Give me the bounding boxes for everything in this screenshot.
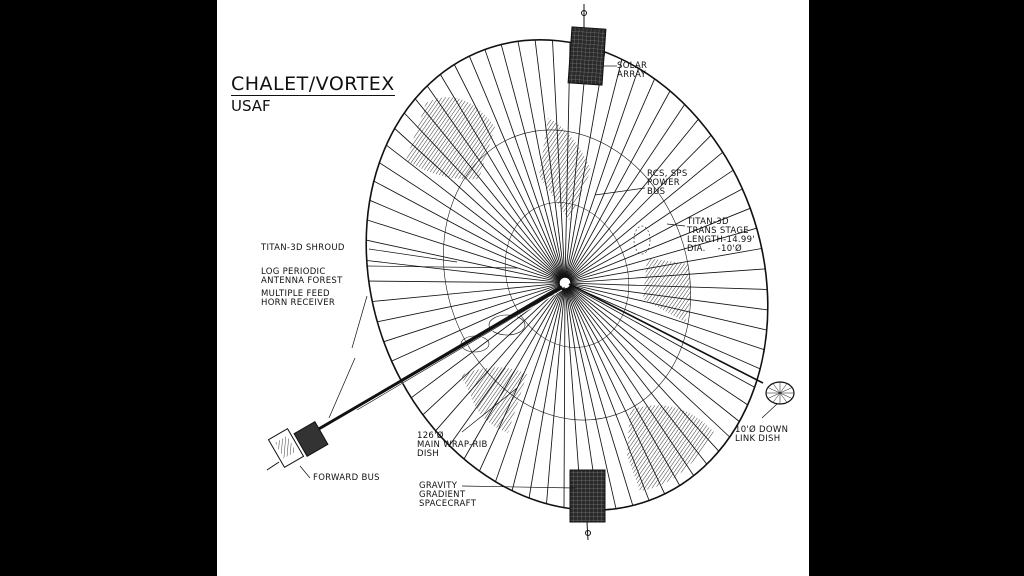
dish-rib	[368, 280, 566, 284]
dish-rib	[564, 118, 699, 284]
dish-rib	[414, 98, 566, 284]
dish-rib	[552, 40, 566, 284]
dish-rib	[564, 134, 712, 284]
dish-rib	[366, 239, 566, 284]
dish-rib	[511, 282, 566, 491]
label-antenna-forest: LOG PERIODIC ANTENNA FOREST	[261, 267, 343, 286]
label-trans-stage: TITAN-3D TRANS STAGE LENGTH-14.99' DIA. …	[687, 217, 755, 254]
dish-rib	[463, 282, 566, 460]
dish-rib	[564, 282, 617, 509]
dish-rib	[564, 188, 743, 284]
dish-rib	[366, 260, 566, 284]
dish-rib	[564, 282, 761, 370]
dish-rib	[564, 78, 655, 284]
dish-rib	[563, 282, 566, 508]
dish-rib	[379, 162, 566, 284]
dish-rib	[564, 207, 751, 284]
dish-rib	[528, 282, 566, 499]
dish-rib	[439, 74, 566, 284]
diagram-title: CHALET/VORTEX	[231, 73, 395, 96]
dish-rib	[391, 282, 566, 362]
dish-rib	[564, 248, 762, 284]
dish-rib	[564, 282, 634, 506]
dish-rib	[564, 51, 606, 284]
dish-rib	[564, 282, 748, 406]
dish-rib	[435, 282, 566, 432]
dish-rib	[564, 282, 740, 422]
diagram-subtitle: USAF	[231, 97, 271, 115]
downlink-rib	[779, 387, 793, 394]
dish-rib	[386, 144, 566, 284]
dish-rib	[564, 282, 730, 438]
label-shroud: TITAN-3D SHROUD	[261, 243, 345, 253]
downlink-rib	[779, 392, 793, 399]
leader-lines	[299, 65, 778, 489]
label-downlink-dish: 10'Ø DOWN LINK DISH	[735, 425, 789, 444]
downlink-rib	[772, 392, 781, 403]
dish-rib	[369, 199, 566, 284]
dish-rib	[500, 44, 566, 284]
drawing-sheet: CHALET/VORTEX USAF SOLAR ARRAY RCS, SPS …	[217, 0, 809, 576]
dish-rib	[426, 85, 566, 284]
label-gravity-spacecraft: GRAVITY GRADIENT SPACECRAFT	[419, 481, 477, 509]
dish-rib	[534, 39, 566, 284]
dish-rib	[564, 282, 767, 331]
dish-rib	[564, 227, 757, 284]
dish-rib	[373, 180, 566, 284]
label-forward-bus: FORWARD BUS	[313, 473, 380, 483]
bottom-solar-array	[569, 469, 606, 523]
dish-rib	[564, 282, 681, 486]
dish-rib	[394, 128, 566, 284]
top-solar-array	[567, 26, 607, 86]
label-feed-horn: MULTIPLE FEED HORN RECEIVER	[261, 289, 336, 308]
dish-rib	[383, 282, 566, 343]
forward-bus-graphic	[266, 421, 329, 471]
downlink-rib	[767, 387, 781, 394]
dish-rib	[517, 41, 566, 284]
dish-rib	[564, 90, 671, 284]
main-dish-graphic	[365, 39, 769, 511]
dish-rib	[564, 282, 765, 351]
dish-rib	[564, 282, 666, 495]
label-solar-array: SOLAR ARRAY	[617, 61, 648, 80]
dish-rib	[564, 282, 708, 465]
dish-rib	[453, 64, 566, 284]
dish-rib	[564, 282, 768, 290]
dish-rib	[564, 59, 623, 284]
dish-rib	[564, 282, 720, 452]
dish-rib	[479, 282, 566, 472]
dish-rib	[564, 151, 724, 284]
dish-rib	[367, 219, 566, 284]
dish-rib	[564, 68, 639, 284]
dish-rib	[564, 268, 766, 284]
dish-rib	[564, 282, 768, 311]
dish-rib	[403, 112, 566, 284]
downlink-rib	[767, 392, 781, 399]
dish-rib	[495, 282, 566, 482]
dish-rib	[484, 49, 566, 284]
dish-rib	[546, 282, 566, 504]
dish-rib	[377, 282, 566, 323]
dish-rib	[564, 282, 695, 476]
dish-rib	[564, 282, 650, 501]
dish-rib	[564, 282, 755, 388]
dish-rib	[564, 169, 734, 284]
downlink-rib	[779, 392, 788, 403]
dish-rib	[564, 46, 588, 284]
downlink-rib	[779, 383, 788, 394]
dish-rib	[564, 104, 685, 284]
dish-rib	[468, 55, 566, 284]
downlink-arm	[568, 283, 795, 405]
dish-rib	[422, 282, 566, 416]
dish-rib	[449, 282, 566, 446]
label-power-bus: RCS, SPS POWER BUS	[647, 169, 688, 197]
dish-rib	[372, 282, 566, 302]
label-main-dish: 126'Ø MAIN WRAP-RIB DISH	[417, 431, 488, 459]
downlink-rib	[772, 383, 781, 394]
satellite-diagram	[266, 4, 795, 541]
feed-boom	[316, 285, 566, 434]
